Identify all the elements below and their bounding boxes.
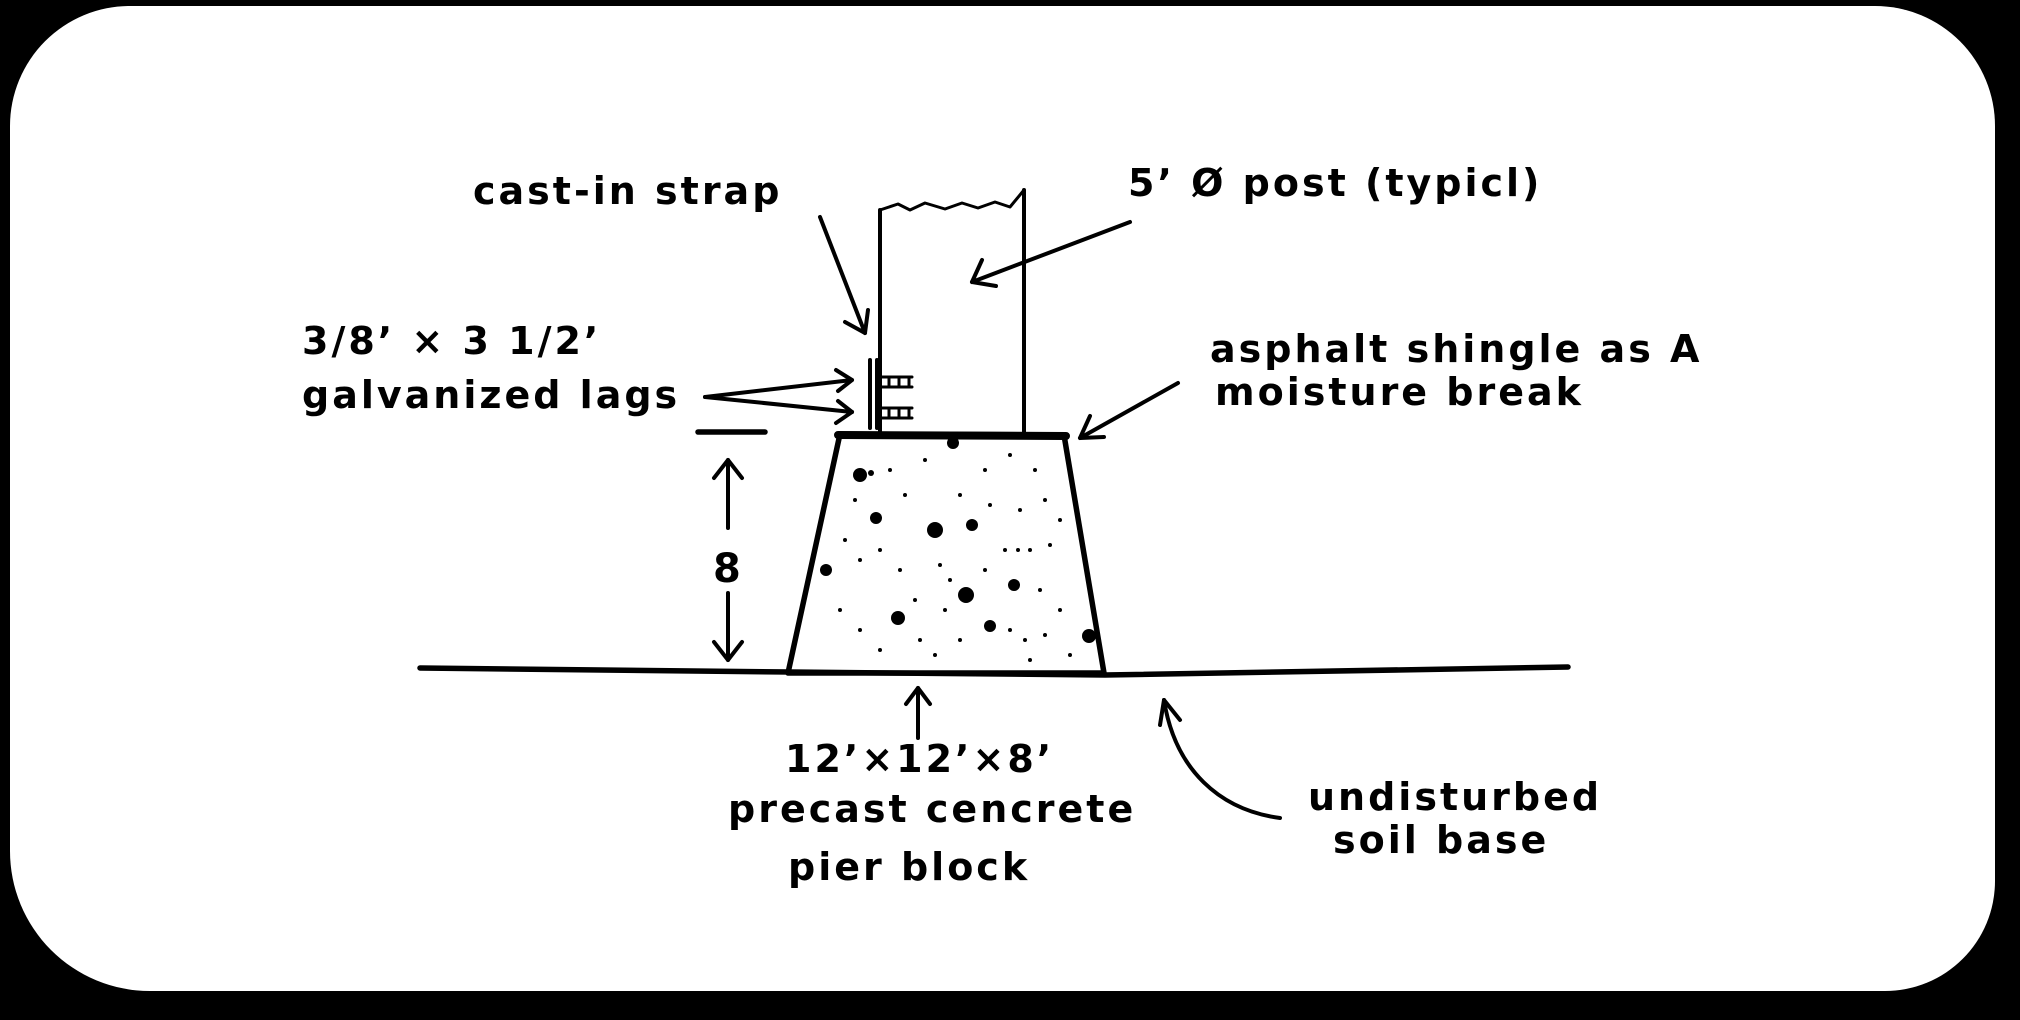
shingle-label-line2: moisture break [1215, 370, 1584, 414]
pier-block [785, 431, 1107, 676]
block-leader [904, 686, 932, 740]
asphalt-shingle [834, 431, 1070, 440]
height-dimension [695, 429, 768, 662]
drawing-card [10, 6, 1995, 991]
shingle-label-line1: asphalt shingle as A [1210, 327, 1702, 371]
wood-post [878, 188, 1026, 436]
lag-desc-label: galvanized lags [302, 373, 680, 417]
lag-size-label: 3/8’ × 3 1/2’ [302, 319, 601, 363]
lags-leader [703, 368, 854, 425]
block-dims-label: 12’×12’×8’ [785, 737, 1054, 781]
soil-label-line2: soil base [1333, 818, 1549, 862]
soil-label-line1: undisturbed [1308, 775, 1602, 819]
post-label: 5’ Ø post (typicl) [1128, 161, 1542, 205]
cast-in-strap-label: cast-in strap [473, 169, 782, 213]
galvanized-lags [875, 375, 914, 420]
block-desc-label-line1: precast cencrete [728, 787, 1136, 831]
strap-leader [818, 215, 870, 335]
block-desc-label-line2: pier block [788, 845, 1030, 889]
soil-leader [1158, 698, 1282, 820]
concrete-aggregate [820, 437, 1096, 662]
height-label: 8 [713, 546, 744, 592]
post-leader [970, 220, 1132, 288]
shingle-leader [1078, 381, 1180, 440]
